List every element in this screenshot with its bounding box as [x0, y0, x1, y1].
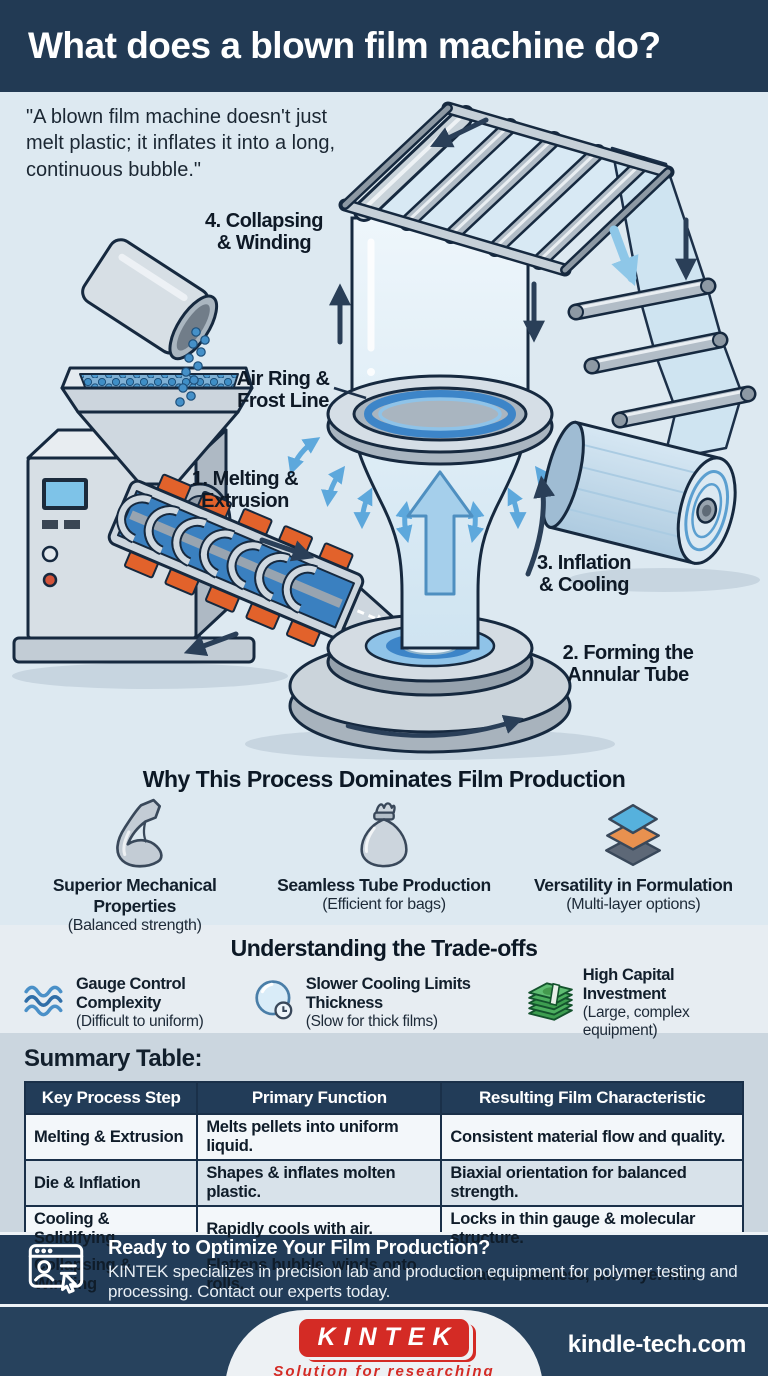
pellet-container	[81, 238, 219, 407]
tradeoff-capital-investment: High Capital Investment (Large, complex …	[525, 966, 746, 1040]
winder-roll	[541, 420, 737, 565]
benefit-versatility: Versatility in Formulation (Multi-layer …	[509, 793, 758, 935]
label-step2-forming-annular-tube: 2. Forming the Annular Tube	[562, 642, 694, 686]
machine-illustration-svg	[12, 101, 760, 760]
benefits-section: Why This Process Dominates Film Producti…	[0, 760, 768, 934]
header: What does a blown film machine do?	[0, 0, 768, 92]
air-ring	[326, 374, 554, 466]
benefit-mechanical-properties: Superior Mechanical Properties (Balanced…	[10, 793, 259, 935]
air-ring-pointer-line	[333, 386, 367, 400]
tradeoffs-heading: Understanding the Trade-offs	[230, 935, 538, 961]
benefits-heading: Why This Process Dominates Film Producti…	[142, 766, 626, 792]
tradeoffs-section: Understanding the Trade-offs Gauge Contr…	[0, 925, 768, 1039]
blown-film-machine-diagram: "A blown film machine doesn't just melt …	[0, 92, 768, 760]
label-step4-collapsing-winding: 4. Collapsing & Winding	[205, 210, 323, 254]
label-air-ring-frost-line: Air Ring & Frost Line	[236, 368, 330, 412]
contact-browser-icon	[26, 1237, 86, 1302]
logo-tagline: Solution for researching	[273, 1363, 495, 1376]
kintek-logo: KINTEK	[299, 1319, 469, 1357]
falling-pellets	[175, 327, 210, 407]
footer: KINTEK Solution for researching kindle-t…	[0, 1307, 768, 1376]
benefit-seamless-tube: Seamless Tube Production (Efficient for …	[259, 793, 508, 935]
tradeoff-slower-cooling: Slower Cooling Limits Thickness (Slow fo…	[252, 966, 525, 1040]
muscle-arm-icon	[10, 793, 259, 871]
logo-plate: KINTEK Solution for researching	[225, 1310, 543, 1376]
label-step1-melting-extrusion: 1. Melting & Extrusion	[191, 468, 299, 512]
col-header-primary-function: Primary Function	[196, 1081, 443, 1115]
cta-body: KINTEK specializes in precision lab and …	[108, 1261, 738, 1301]
summary-section: Summary Table: Key Process Step Primary …	[0, 1033, 768, 1299]
page-title: What does a blown film machine do?	[28, 25, 661, 66]
flow-arrows	[183, 117, 698, 738]
col-header-film-characteristic: Resulting Film Characteristic	[440, 1081, 744, 1115]
cta-banner: Ready to Optimize Your Film Production? …	[0, 1232, 768, 1307]
inflation-up-arrow	[406, 470, 474, 596]
intro-quote: "A blown film machine doesn't just melt …	[26, 106, 336, 181]
website-link[interactable]: kindle-tech.com	[567, 1331, 747, 1358]
waves-icon	[22, 978, 68, 1029]
col-header-process-step: Key Process Step	[23, 1081, 199, 1115]
table-header-row: Key Process Step Primary Function Result…	[23, 1081, 744, 1115]
tradeoff-gauge-control: Gauge Control Complexity (Difficult to u…	[22, 966, 252, 1040]
label-step3-inflation-cooling: 3. Inflation & Cooling	[537, 552, 632, 596]
bubble-clock-icon	[252, 978, 298, 1029]
bag-icon	[259, 793, 508, 871]
cta-heading: Ready to Optimize Your Film Production?	[108, 1236, 491, 1259]
summary-title: Summary Table:	[24, 1045, 202, 1072]
table-row: Melting & Extrusion Melts pellets into u…	[23, 1113, 744, 1161]
money-stack-icon	[525, 978, 575, 1029]
layers-icon	[509, 793, 758, 871]
takeoff-rollers	[567, 277, 757, 429]
table-row: Die & Inflation Shapes & inflates molten…	[23, 1159, 744, 1207]
screw-flights	[116, 493, 318, 614]
annular-die	[288, 613, 572, 754]
